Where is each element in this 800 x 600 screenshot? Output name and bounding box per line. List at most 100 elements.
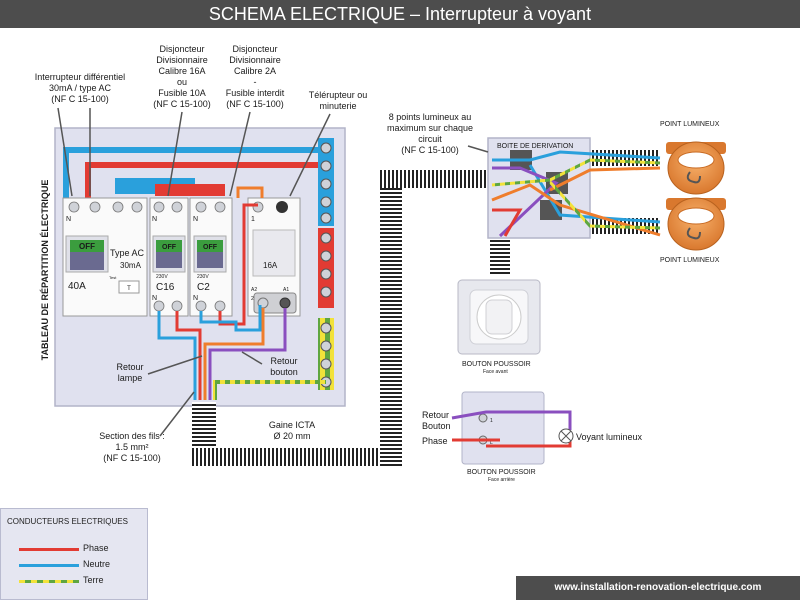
- ann-rl-0: Retour: [116, 362, 143, 372]
- ann-diff-1: 30mA / type AC: [49, 83, 112, 93]
- ann-rb-1: bouton: [270, 367, 298, 377]
- ann-c16-4: Fusible 10A: [158, 88, 206, 98]
- c2-toggle: [193, 235, 227, 273]
- page-title: SCHEMA ELECTRIQUE – Interrupteur à voyan…: [0, 0, 800, 28]
- light-point-2-label: POINT LUMINEUX: [660, 257, 720, 264]
- jb-earth-wire: [491, 158, 661, 187]
- annotation-section: Section des fils : 1.5 mm² (NF C 15-100): [99, 431, 165, 463]
- sheath-top: [380, 170, 490, 188]
- push-button-front: [457, 279, 541, 355]
- ann-diff-0: Interrupteur différentiel: [35, 72, 125, 82]
- ann-c16-2: Calibre 16A: [158, 66, 205, 76]
- telerupteur-push-button: [276, 201, 288, 213]
- annotation-c2: Disjoncteur Divisionnaire Calibre 2A - F…: [226, 44, 285, 109]
- ann-c16-5: (NF C 15-100): [153, 99, 211, 109]
- push-button-front-sub: Face avant: [483, 369, 508, 375]
- earth-terminal-block: [318, 318, 334, 390]
- breaker-top-terminals: [68, 201, 264, 213]
- ann-tele-0: Télérupteur ou: [309, 90, 368, 100]
- c16-toggle-label: OFF: [162, 244, 177, 251]
- ann-tele-1: minuterie: [319, 101, 356, 111]
- junction-box: [487, 137, 591, 239]
- diff-rating: 40A: [68, 281, 86, 292]
- retour-lampe-orange: [203, 308, 265, 400]
- light-point-1: [666, 141, 726, 195]
- legend-item-neutre: Neutre: [19, 559, 144, 571]
- sheath-to-button: [490, 240, 510, 274]
- c2-toggle-label: OFF: [203, 244, 218, 251]
- push-back-terminal-l: L: [490, 440, 493, 446]
- phase-comb-bar: [155, 184, 225, 196]
- push-button-back-sub: Face arrière: [488, 477, 515, 483]
- diff-type-line2: 30mA: [120, 261, 142, 270]
- jb-neutral-wire: [492, 150, 661, 162]
- tele-window: [252, 229, 296, 277]
- jb-earth-wire-2: [548, 180, 661, 230]
- annotation-points-max: 8 points lumineux au maximum sur chaque …: [387, 112, 473, 155]
- annotation-c16: Disjoncteur Divisionnaire Calibre 16A ou…: [153, 44, 211, 109]
- c2-terminal-n: N: [193, 216, 198, 223]
- ann-c2-2: Calibre 2A: [234, 66, 276, 76]
- c16-output-red: [175, 311, 202, 400]
- jb-violet-wire: [492, 166, 559, 238]
- back-retour-line1: Retour: [422, 410, 449, 420]
- c16-voltage: 230V: [156, 274, 168, 280]
- legend-swatch-phase: [19, 548, 79, 551]
- legend-swatch-terre: [19, 580, 79, 583]
- tele-terminal-a1: A1: [283, 287, 289, 293]
- back-violet-wire: [451, 410, 572, 430]
- footer-url[interactable]: www.installation-renovation-electrique.c…: [516, 576, 800, 600]
- legend-item-terre: Terre: [19, 575, 144, 587]
- legend-swatch-neutre: [19, 564, 79, 567]
- pointer-retour-bouton: [241, 351, 263, 365]
- indicator-lamp-label: Voyant lumineux: [576, 432, 643, 442]
- c2-voltage: 230V: [197, 274, 209, 280]
- diff-type-line1: Type AC: [110, 248, 145, 258]
- legend: CONDUCTEURS ELECTRIQUES Phase Neutre Ter…: [0, 508, 148, 600]
- push-button-back-label: BOUTON POUSSOIR: [467, 469, 536, 476]
- ann-sec-1: 1.5 mm²: [115, 442, 148, 452]
- diff-test-label: Test: [109, 275, 117, 280]
- c16-terminal-n: N: [152, 216, 157, 223]
- back-retour-line2: Bouton: [422, 421, 451, 431]
- legend-label-phase: Phase: [83, 543, 109, 553]
- ann-pm-1: maximum sur chaque: [387, 123, 473, 133]
- c2-rating: C2: [197, 282, 210, 293]
- ann-gaine-1: Ø 20 mm: [273, 431, 310, 441]
- c2-output-red: [218, 203, 258, 326]
- neutral-supply-wire: [63, 147, 330, 198]
- pointer-c16: [167, 111, 183, 197]
- pointer-points-max: [467, 145, 489, 153]
- phase-supply-wire: [85, 162, 330, 198]
- sheath-bottom: [192, 448, 402, 466]
- ann-c16-0: Disjoncteur: [159, 44, 204, 54]
- tele-rating: 16A: [263, 261, 278, 270]
- junction-box-label: BOITE DE DERIVATION: [497, 143, 573, 150]
- ann-c2-0: Disjoncteur: [232, 44, 277, 54]
- diff-test-button-label: T: [127, 286, 131, 292]
- tele-terminal-2: 2: [251, 296, 254, 302]
- ann-sec-0: Section des fils :: [99, 431, 165, 441]
- ann-pm-3: (NF C 15-100): [401, 145, 459, 155]
- annotation-retour-lampe: Retour lampe: [116, 362, 143, 383]
- pointer-diff: [57, 107, 91, 197]
- ann-c2-3: -: [254, 77, 257, 87]
- push-back-terminal-1: 1: [490, 418, 493, 424]
- annotation-retour-bouton: Retour bouton: [270, 356, 298, 377]
- ann-rl-1: lampe: [118, 373, 143, 383]
- neutral-terminal-block: [318, 138, 334, 226]
- light-point-1-label: POINT LUMINEUX: [660, 121, 720, 128]
- push-button-back: [461, 391, 545, 465]
- ann-sec-2: (NF C 15-100): [103, 453, 161, 463]
- c16-output-blue: [157, 311, 197, 400]
- c16-bottom-terminal-n: N: [152, 295, 157, 302]
- legend-label-terre: Terre: [83, 575, 104, 585]
- ann-pm-0: 8 points lumineux au: [389, 112, 472, 122]
- ann-pm-2: circuit: [418, 134, 442, 144]
- ann-rb-0: Retour: [270, 356, 297, 366]
- c2-output-blue: [199, 305, 262, 332]
- pointer-retour-lampe: [147, 355, 203, 375]
- push-button-front-label: BOUTON POUSSOIR: [462, 361, 531, 368]
- legend-label-neutre: Neutre: [83, 559, 111, 569]
